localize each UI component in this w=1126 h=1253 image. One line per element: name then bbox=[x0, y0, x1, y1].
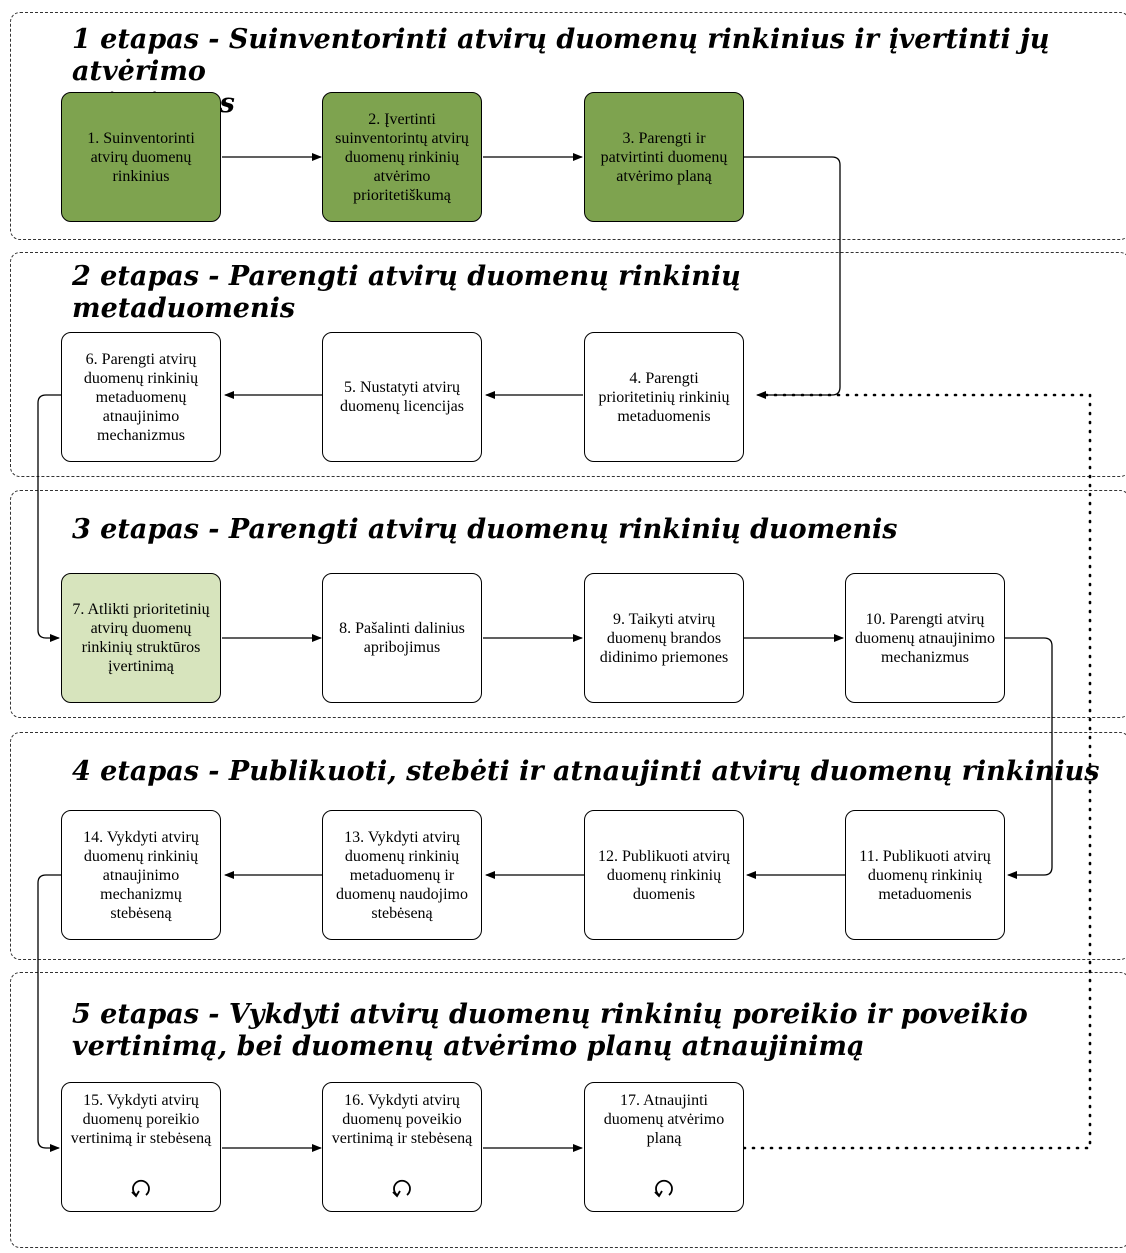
stage-3-title-line-1: 3 etapas - Parengti atvirų duomenų rinki… bbox=[72, 514, 898, 545]
arrow-10-to-11 bbox=[1005, 637, 1053, 879]
stage-4-title: 4 etapas - Publikuoti, stebėti ir atnauj… bbox=[72, 756, 1099, 788]
stage-1-title-line-1: 1 etapas - Suinventorinti atvirų duomenų… bbox=[72, 24, 1050, 87]
step-13-label: 13. Vykdyti atvirų duomenų rinkinių meta… bbox=[336, 828, 468, 922]
step-8-label: 8. Pašalinti dalinius apribojimus bbox=[339, 620, 465, 656]
feedback-loop-17-to-4 bbox=[742, 393, 1092, 1150]
step-9-label: 9. Taikyti atvirų duomenų brandos didini… bbox=[599, 610, 729, 666]
stage-2-title-line-1: 2 etapas - Parengti atvirų duomenų rinki… bbox=[72, 261, 741, 292]
arrow-14-to-15 bbox=[37, 874, 61, 1152]
stage-2-title: 2 etapas - Parengti atvirų duomenų rinki… bbox=[72, 261, 741, 325]
step-14-label: 14. Vykdyti atvirų duomenų rinkinių atna… bbox=[83, 828, 199, 922]
stage-4-container bbox=[10, 732, 1126, 960]
step-4-box: 4. Parengti prioritetinių rinkinių metad… bbox=[584, 332, 744, 462]
step-16-label: 16. Vykdyti atvirų duomenų poveikio vert… bbox=[331, 1092, 473, 1147]
step-11-label: 11. Publikuoti atvirų duomenų rinkinių m… bbox=[859, 847, 991, 903]
step-3-label: 3. Parengti ir patvirtinti duomenų atvėr… bbox=[600, 129, 728, 185]
step-6-label: 6. Parengti atvirų duomenų rinkinių meta… bbox=[83, 350, 199, 444]
stage-1-container bbox=[10, 12, 1126, 240]
stage-3-container bbox=[10, 490, 1126, 718]
stage-5-title-line-1: 5 etapas - Vykdyti atvirų duomenų rinkin… bbox=[72, 999, 1028, 1030]
step-1-label: 1. Suinventorinti atvirų duomenų rinkini… bbox=[87, 129, 195, 185]
step-1-box: 1. Suinventorinti atvirų duomenų rinkini… bbox=[61, 92, 221, 222]
stage-2-title-line-2: metaduomenis bbox=[72, 293, 296, 324]
stage-2-container bbox=[10, 252, 1126, 477]
step-17-label: 17. Atnaujinti duomenų atvėrimo planą bbox=[603, 1092, 725, 1147]
step-8-box: 8. Pašalinti dalinius apribojimus bbox=[322, 573, 482, 703]
stage-4-title-line-1: 4 etapas - Publikuoti, stebėti ir atnauj… bbox=[72, 756, 1100, 787]
step-17-box: 17. Atnaujinti duomenų atvėrimo planą bbox=[584, 1082, 744, 1212]
stage-3-title: 3 etapas - Parengti atvirų duomenų rinki… bbox=[72, 514, 897, 546]
step-16-box: 16. Vykdyti atvirų duomenų poveikio vert… bbox=[322, 1082, 482, 1212]
step-15-box: 15. Vykdyti atvirų duomenų poreikio vert… bbox=[61, 1082, 221, 1212]
arrow-6-to-7 bbox=[37, 394, 61, 642]
step-5-box: 5. Nustatyti atvirų duomenų licencijas bbox=[322, 332, 482, 462]
stage-5-title-line-2: vertinimą, bei duomenų atvėrimo planų at… bbox=[72, 1031, 865, 1062]
stage-5-container bbox=[10, 972, 1126, 1248]
step-13-box: 13. Vykdyti atvirų duomenų rinkinių meta… bbox=[322, 810, 482, 940]
cycle-arrow-icon bbox=[654, 1179, 673, 1198]
cycle-arrow-icon bbox=[131, 1179, 150, 1198]
step-12-box: 12. Publikuoti atvirų duomenų rinkinių d… bbox=[584, 810, 744, 940]
cycle-arrow-icon bbox=[392, 1179, 411, 1198]
step-10-box: 10. Parengti atvirų duomenų atnaujinimo … bbox=[845, 573, 1005, 703]
step-3-box: 3. Parengti ir patvirtinti duomenų atvėr… bbox=[584, 92, 744, 222]
step-4-label: 4. Parengti prioritetinių rinkinių metad… bbox=[598, 369, 730, 425]
stage-5-title: 5 etapas - Vykdyti atvirų duomenų rinkin… bbox=[72, 999, 1028, 1063]
step-2-label: 2. Įvertinti suinventorintų atvirų duome… bbox=[335, 110, 469, 204]
step-10-label: 10. Parengti atvirų duomenų atnaujinimo … bbox=[855, 610, 995, 666]
step-11-box: 11. Publikuoti atvirų duomenų rinkinių m… bbox=[845, 810, 1005, 940]
step-2-box: 2. Įvertinti suinventorintų atvirų duome… bbox=[322, 92, 482, 222]
arrow-3-to-4 bbox=[744, 156, 841, 399]
step-12-label: 12. Publikuoti atvirų duomenų rinkinių d… bbox=[598, 847, 730, 903]
step-7-label: 7. Atlikti prioritetinių atvirų duomenų … bbox=[72, 601, 210, 675]
step-6-box: 6. Parengti atvirų duomenų rinkinių meta… bbox=[61, 332, 221, 462]
step-9-box: 9. Taikyti atvirų duomenų brandos didini… bbox=[584, 573, 744, 703]
step-5-label: 5. Nustatyti atvirų duomenų licencijas bbox=[340, 379, 464, 415]
step-14-box: 14. Vykdyti atvirų duomenų rinkinių atna… bbox=[61, 810, 221, 940]
step-15-label: 15. Vykdyti atvirų duomenų poreikio vert… bbox=[70, 1092, 212, 1147]
step-7-box: 7. Atlikti prioritetinių atvirų duomenų … bbox=[61, 573, 221, 703]
